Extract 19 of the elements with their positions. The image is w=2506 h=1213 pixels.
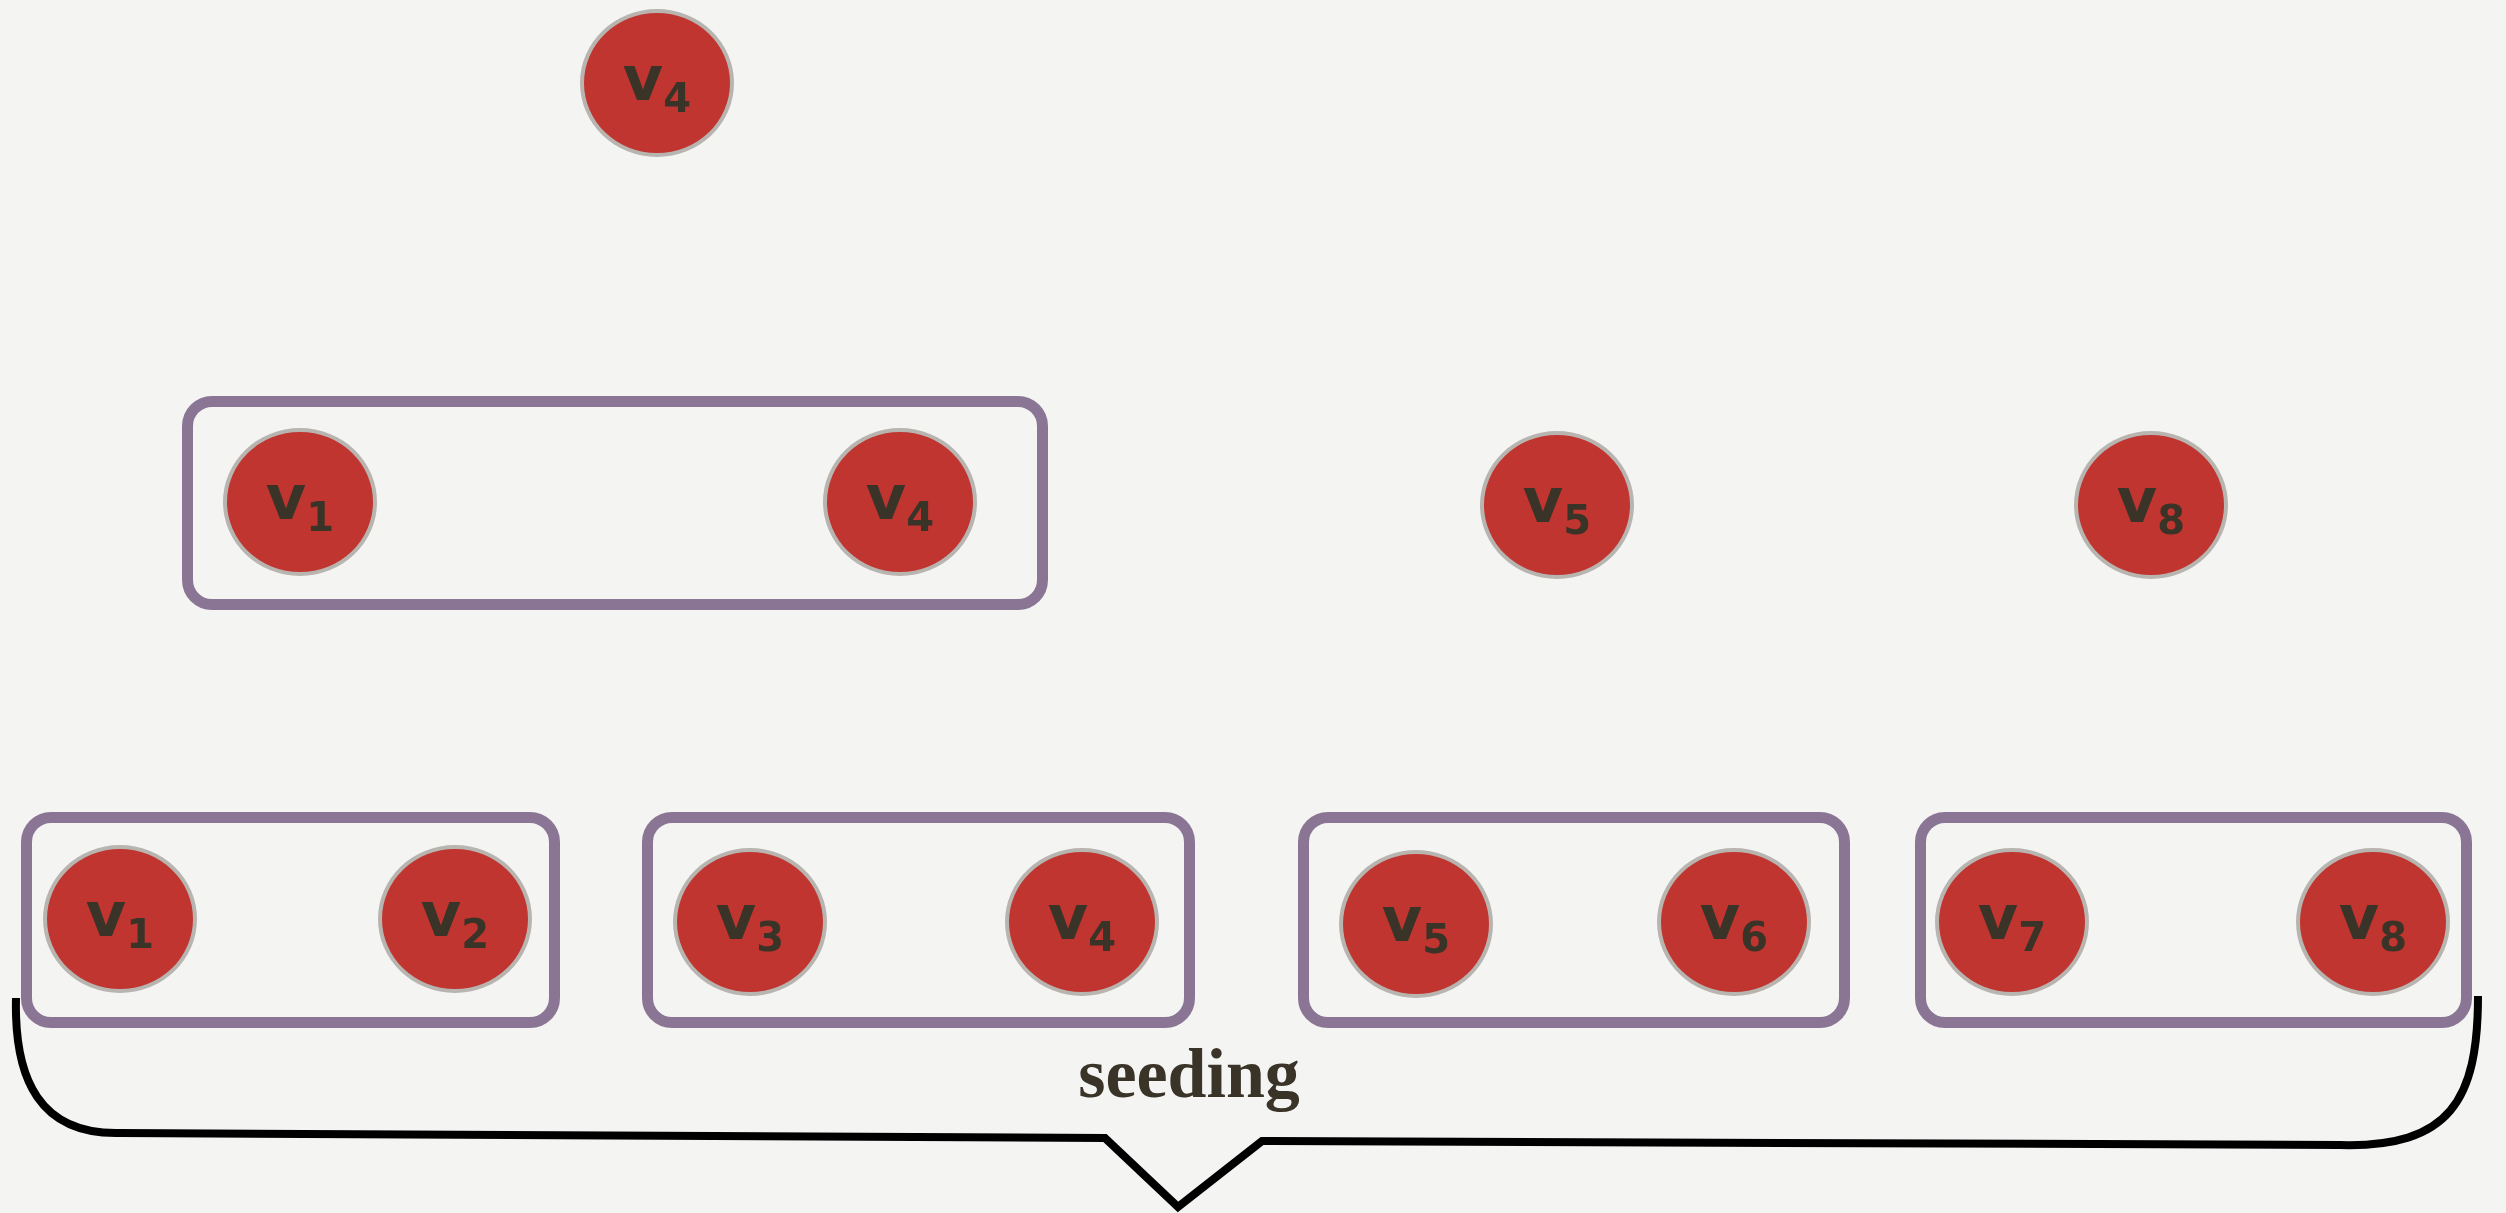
vertex-label: v$_{7}$	[1977, 887, 2047, 957]
vertex-label: v$_{2}$	[420, 884, 490, 954]
vertex-label: v$_{4}$	[1047, 887, 1117, 957]
vertex-label: v$_{8}$	[2338, 887, 2408, 957]
vertex-label: v$_{6}$	[1699, 887, 1769, 957]
vertex-label: v$_{1}$	[85, 884, 155, 954]
vertex-label: v$_{8}$	[2116, 470, 2186, 540]
bracket-label: seeding	[1078, 1034, 1300, 1114]
group-box	[1298, 812, 1850, 1028]
vertex-label: v$_{5}$	[1381, 889, 1451, 959]
group-box	[642, 812, 1195, 1028]
vertex-label: v$_{1}$	[265, 467, 335, 537]
group-box	[1915, 812, 2472, 1028]
group-box	[182, 396, 1048, 610]
group-box	[21, 812, 560, 1028]
vertex-label: v$_{3}$	[715, 887, 785, 957]
vertex-label: v$_{4}$	[865, 467, 935, 537]
vertex-label: v$_{4}$	[622, 48, 692, 118]
vertex-label: v$_{5}$	[1522, 470, 1592, 540]
